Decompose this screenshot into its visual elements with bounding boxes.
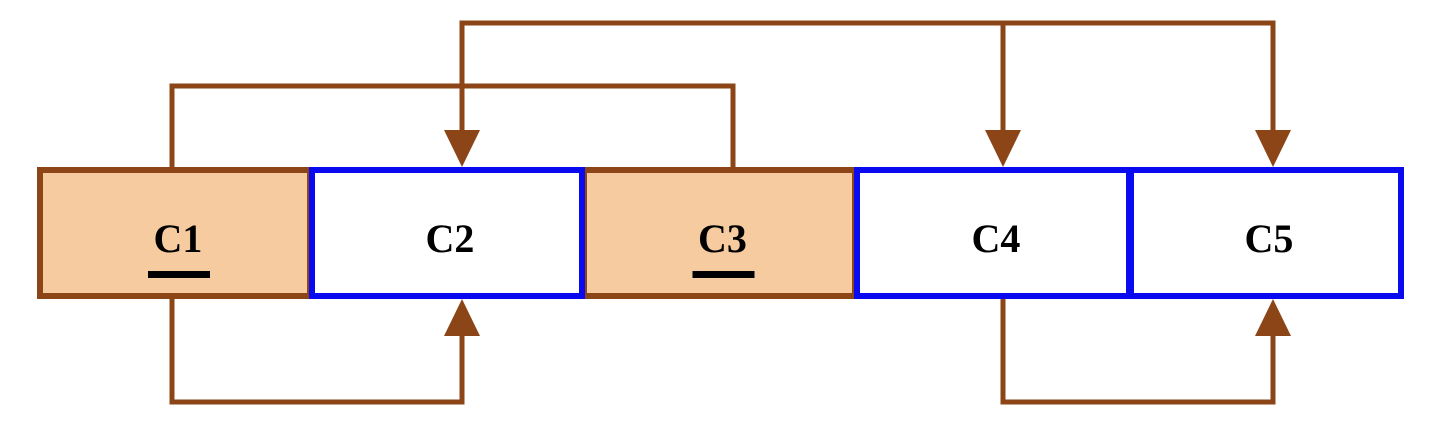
cell-c2 [309, 167, 585, 299]
arrow-down-c5-icon [1255, 130, 1291, 167]
arrow-up-c2-icon [444, 299, 480, 336]
underline-mark [148, 271, 210, 278]
arrow-down-c4-icon [985, 130, 1021, 167]
connector-c3-c1-top [169, 83, 736, 167]
cell-label: C4 [972, 216, 1021, 261]
cell-c5 [1128, 167, 1404, 299]
cell-label: C2 [426, 216, 475, 261]
arrow-down-c2-icon [444, 130, 480, 167]
cell-label: C5 [1245, 216, 1294, 261]
connector-c1-c2-bottom [169, 298, 465, 405]
connector-c4-c5-bottom [1000, 298, 1276, 405]
arrow-up-c5-icon [1255, 299, 1291, 336]
cell-label: C1 [154, 216, 203, 261]
connector-top-bus [459, 20, 1276, 135]
cell-label: C3 [698, 216, 747, 261]
underline-mark [692, 271, 755, 278]
